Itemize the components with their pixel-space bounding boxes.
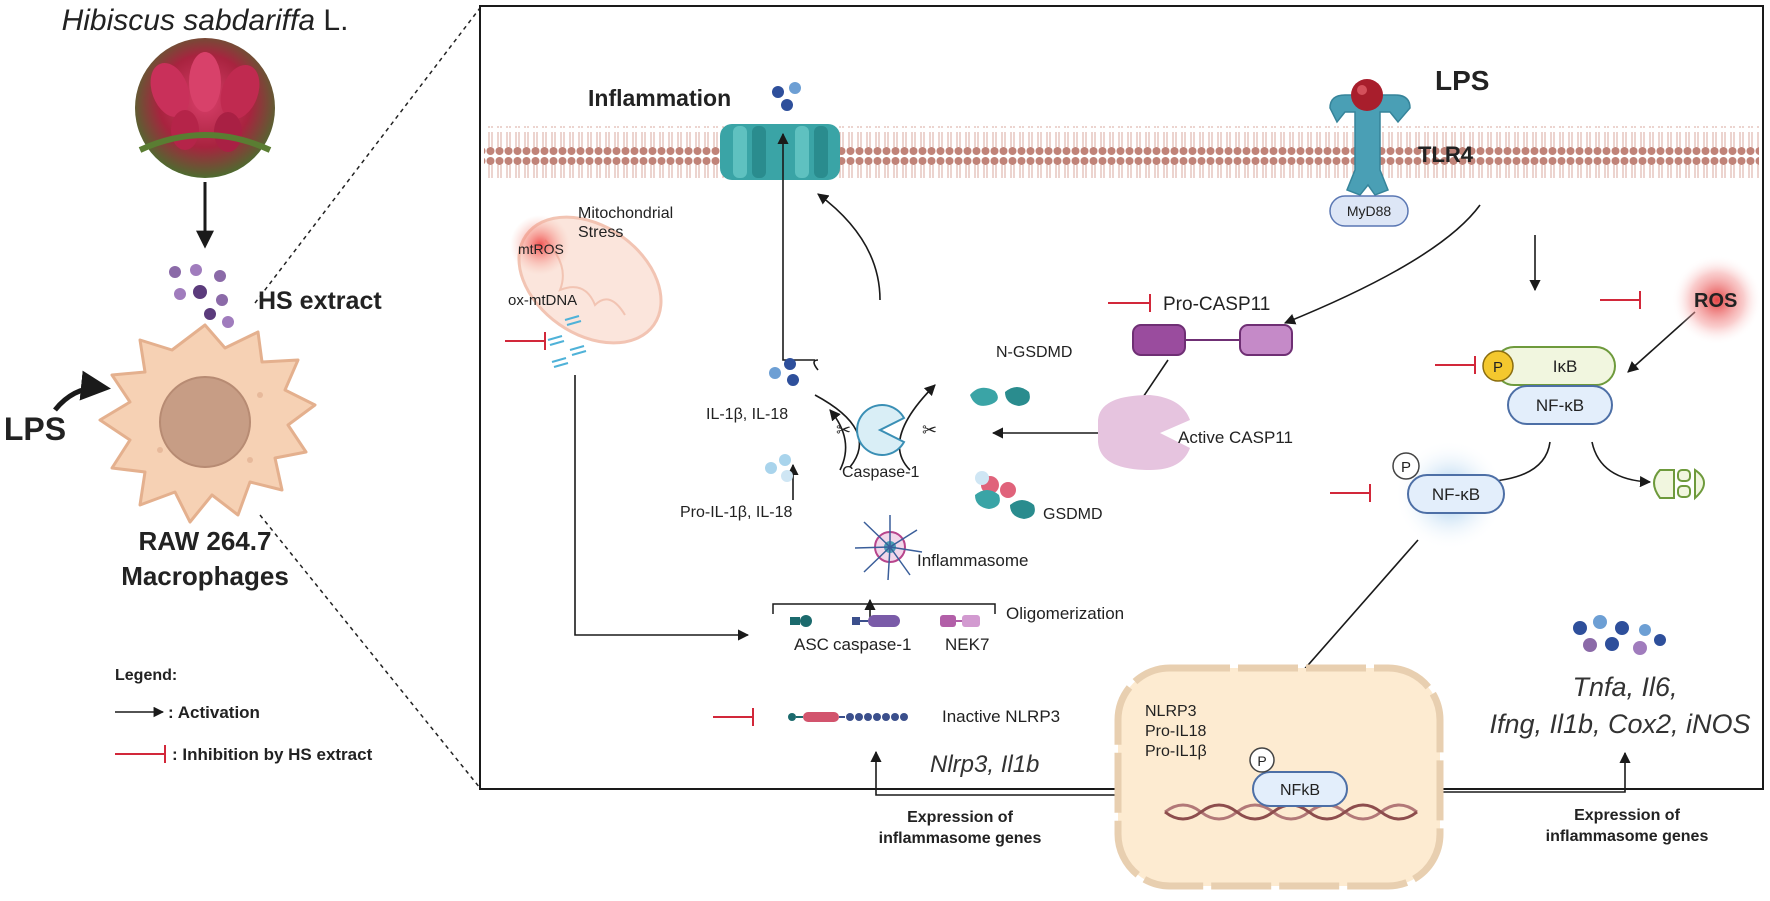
nfkb-nuclear-label: NFkB	[1280, 782, 1320, 799]
inhibit-mtdna	[505, 332, 546, 350]
gsdmd-shapes	[975, 471, 1035, 519]
hibiscus-photo	[135, 38, 275, 178]
lps-label-left: LPS	[4, 411, 66, 447]
right-genes-line1: Tnfa, Il6,	[1572, 672, 1677, 702]
legend: Legend: : Activation : Inhibition by HS …	[115, 667, 373, 764]
nucleus-gene-pro-il1b: Pro-IL1β	[1145, 743, 1207, 760]
pro-casp11-label: Pro-CASP11	[1163, 294, 1270, 315]
ros-label: ROS	[1694, 290, 1737, 312]
nfkb-free-phospho	[1392, 452, 1420, 480]
hs-extract-label: HS extract	[258, 287, 382, 315]
ox-mtdna-label: ox-mtDNA	[508, 292, 577, 309]
mtdna-fragments	[547, 315, 587, 368]
inactive-nlrp3-label: Inactive NLRP3	[942, 707, 1060, 726]
cleavage-arcs	[814, 384, 936, 471]
n-gsdmd-shapes	[970, 387, 1030, 406]
active-casp11-label: Active CASP11	[1178, 428, 1293, 447]
gsdmd-pore	[720, 124, 840, 180]
left-genes-label: Nlrp3, Il1b	[930, 751, 1039, 778]
mito-stress-line2: Stress	[578, 224, 623, 241]
cell-membrane	[484, 126, 1759, 178]
nfkb-free-label: NF-κB	[1432, 485, 1480, 504]
asc-label: ASC	[794, 635, 829, 654]
macrophage-cell	[98, 323, 317, 524]
tlr4-label: TLR4	[1418, 142, 1474, 167]
svg-text:✂: ✂	[922, 420, 937, 440]
ikb-p-label: P	[1493, 359, 1503, 376]
svg-text:✂: ✂	[836, 420, 851, 440]
hs-extract-dots	[169, 264, 234, 328]
legend-title: Legend:	[115, 667, 177, 684]
nfkb-nuclear-p-label: P	[1257, 753, 1266, 769]
nfkb-nuclear-phospho	[1249, 747, 1275, 773]
right-genes-line2: Ifng, Il1b, Cox2, iNOS	[1489, 709, 1750, 739]
inhibit-nfkb	[1330, 484, 1371, 502]
released-cytokines	[772, 82, 801, 111]
zoom-line-bottom	[259, 514, 481, 789]
lps-label-right: LPS	[1435, 65, 1489, 96]
gsdmd-label: GSDMD	[1043, 506, 1103, 523]
oligomerization-label: Oligomerization	[1006, 604, 1124, 623]
myd88-label: MyD88	[1347, 203, 1392, 219]
cytokine-dots	[1573, 615, 1666, 655]
ikb-phospho	[1482, 350, 1514, 382]
nfkb-complex-box	[1507, 385, 1613, 425]
nfkb-free-p-label: P	[1401, 459, 1411, 476]
inhibit-nlrp3	[713, 708, 754, 726]
inflammasome-label: Inflammasome	[917, 551, 1028, 570]
il-mature-label: IL-1β, IL-18	[706, 406, 788, 423]
species-title: Hibiscus sabdariffa L.	[62, 4, 349, 37]
ros-glow	[1672, 255, 1762, 345]
legend-inhibition-symbol	[115, 745, 166, 763]
nucleus-gene-pro-il18: Pro-IL18	[1145, 723, 1206, 740]
nfkb-complex-label: NF-κB	[1536, 396, 1584, 415]
mito-stress-line1: Mitochondrial	[578, 205, 673, 222]
legend-inhibition: : Inhibition by HS extract	[172, 745, 373, 764]
left-expression-line2: inflammasome genes	[879, 830, 1042, 847]
left-expression-line1: Expression of	[907, 809, 1013, 826]
nfkb-free-box	[1407, 474, 1505, 514]
component-icons	[790, 615, 980, 627]
lps-arrow	[53, 370, 111, 412]
cell-type-label: Macrophages	[121, 561, 289, 591]
right-expression-line2: inflammasome genes	[1546, 828, 1709, 845]
n-gsdmd-label: N-GSDMD	[996, 344, 1072, 361]
inhibit-ikb	[1435, 356, 1476, 374]
myd88-box	[1329, 195, 1409, 227]
nlrp3-chain	[788, 712, 908, 722]
pro-casp11-shape	[1132, 324, 1293, 356]
inhibit-ros	[1600, 291, 1641, 309]
mtros-label: mtROS	[518, 241, 564, 257]
il-pro-label: Pro-IL-1β, IL-18	[680, 504, 792, 521]
oligomerization-bracket	[772, 603, 996, 614]
zoom-line-top	[254, 7, 481, 304]
degraded-ikb	[1653, 468, 1705, 501]
inflammasome-shape	[854, 515, 923, 581]
legend-activation: : Activation	[168, 703, 260, 722]
inhibit-casp11	[1108, 294, 1151, 312]
right-expression-line1: Expression of	[1574, 807, 1680, 824]
caspase1-component-label: caspase-1	[833, 635, 911, 654]
cell-line-label: RAW 264.7	[139, 526, 272, 556]
caspase1-label: Caspase-1	[842, 464, 919, 481]
left-panel: Hibiscus sabdariffa L. HS extract	[4, 4, 382, 764]
tlr4-receptor	[1329, 79, 1411, 196]
nek7-label: NEK7	[945, 635, 989, 654]
mitochondrion	[510, 215, 663, 345]
nfkb-nuclear-box	[1252, 771, 1348, 807]
active-casp11-shape	[1098, 395, 1190, 470]
caspase1-shape: ✂ ✂	[836, 404, 937, 456]
ikb-label: IκB	[1553, 357, 1578, 376]
mature-il-dots	[769, 358, 799, 386]
inflammation-label: Inflammation	[588, 85, 731, 111]
nucleus-gene-nlrp3: NLRP3	[1145, 703, 1197, 720]
pro-il-dots	[765, 454, 793, 482]
